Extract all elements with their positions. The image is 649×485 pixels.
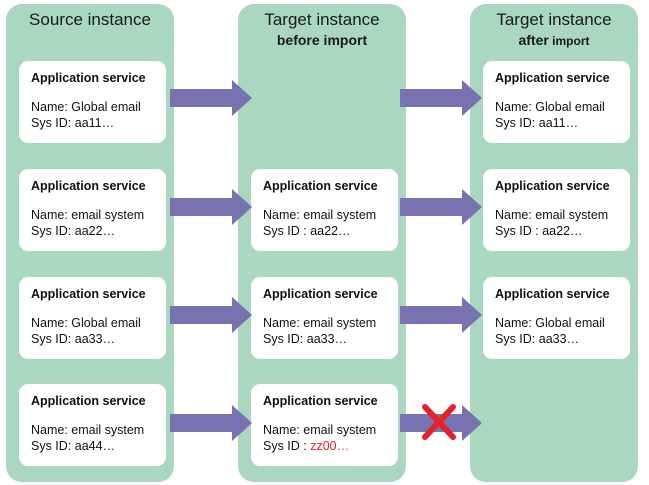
card-name: Name: Global email xyxy=(31,316,141,330)
card-sysid: Sys ID: aa33… xyxy=(31,332,116,346)
subtitle-rest: import xyxy=(548,34,590,48)
source-card-4: Application service Name: email system S… xyxy=(19,384,166,466)
target-before-subtitle: before import xyxy=(276,32,368,48)
card-sysid: Sys ID: aa11… xyxy=(495,116,579,130)
card-name: Name: email system xyxy=(31,208,145,222)
subtitle-bold-part: after xyxy=(518,32,549,48)
card-name: Name: email system xyxy=(263,423,377,437)
card-heading: Application service xyxy=(495,287,610,301)
card-heading: Application service xyxy=(31,394,146,408)
card-sysid: Sys ID: aa22… xyxy=(31,224,116,238)
after-card-2: Application service Name: email system S… xyxy=(483,169,630,251)
card-name: Name: Global email xyxy=(31,100,141,114)
card-sysid: Sys ID: aa33… xyxy=(263,332,348,346)
arrow-row1-right xyxy=(400,80,482,116)
target-after-subtitle: after import xyxy=(470,32,638,48)
arrow-row4-left xyxy=(170,405,252,441)
source-instance-title: Source instance xyxy=(29,10,151,29)
after-card-1: Application service Name: Global email S… xyxy=(483,61,630,143)
card-sysid: Sys ID : aa22… xyxy=(263,224,351,238)
card-heading: Application service xyxy=(263,179,378,193)
red-x-icon xyxy=(422,404,456,440)
card-sysid: Sys ID : aa22… xyxy=(495,224,583,238)
target-before-column: Target instance before import Applicatio… xyxy=(238,4,406,482)
card-sysid: Sys ID : zz00… xyxy=(263,438,398,454)
card-name: Name: Global email xyxy=(495,100,605,114)
card-sysid: Sys ID: aa33… xyxy=(495,332,580,346)
card-heading: Application service xyxy=(31,179,146,193)
card-heading: Application service xyxy=(495,179,610,193)
card-heading: Application service xyxy=(31,287,146,301)
card-name: Name: email system xyxy=(263,316,377,330)
target-before-title: Target instance xyxy=(264,10,380,29)
card-sysid: Sys ID: aa44… xyxy=(31,439,116,453)
arrow-row2-left xyxy=(170,189,252,225)
target-after-column: Target instance after import Application… xyxy=(470,4,638,482)
arrow-row3-left xyxy=(170,297,252,333)
source-card-1: Application service Name: Global email S… xyxy=(19,61,166,143)
card-heading: Application service xyxy=(495,71,610,85)
arrow-row3-right xyxy=(400,297,482,333)
before-card-4: Application service Name: email system S… xyxy=(251,384,398,466)
card-name: Name: email system xyxy=(31,423,145,437)
card-heading: Application service xyxy=(263,287,378,301)
card-name: Name: email system xyxy=(495,208,609,222)
source-instance-column: Source instance Application service Name… xyxy=(6,4,174,482)
target-after-title: Target instance xyxy=(496,10,612,29)
card-sysid-prefix: Sys ID : xyxy=(263,439,311,453)
card-heading: Application service xyxy=(31,71,146,85)
card-sysid: Sys ID: aa11… xyxy=(31,116,115,130)
arrow-row2-right xyxy=(400,189,482,225)
before-card-3: Application service Name: email system S… xyxy=(251,277,398,359)
card-heading: Application service xyxy=(263,394,378,408)
after-card-3: Application service Name: Global email S… xyxy=(483,277,630,359)
card-name: Name: Global email xyxy=(495,316,605,330)
source-card-2: Application service Name: email system S… xyxy=(19,169,166,251)
arrow-row1-left xyxy=(170,80,252,116)
before-card-2: Application service Name: email system S… xyxy=(251,169,398,251)
conflicting-sysid: zz00… xyxy=(310,439,350,453)
card-name: Name: email system xyxy=(263,208,377,222)
source-card-3: Application service Name: Global email S… xyxy=(19,277,166,359)
